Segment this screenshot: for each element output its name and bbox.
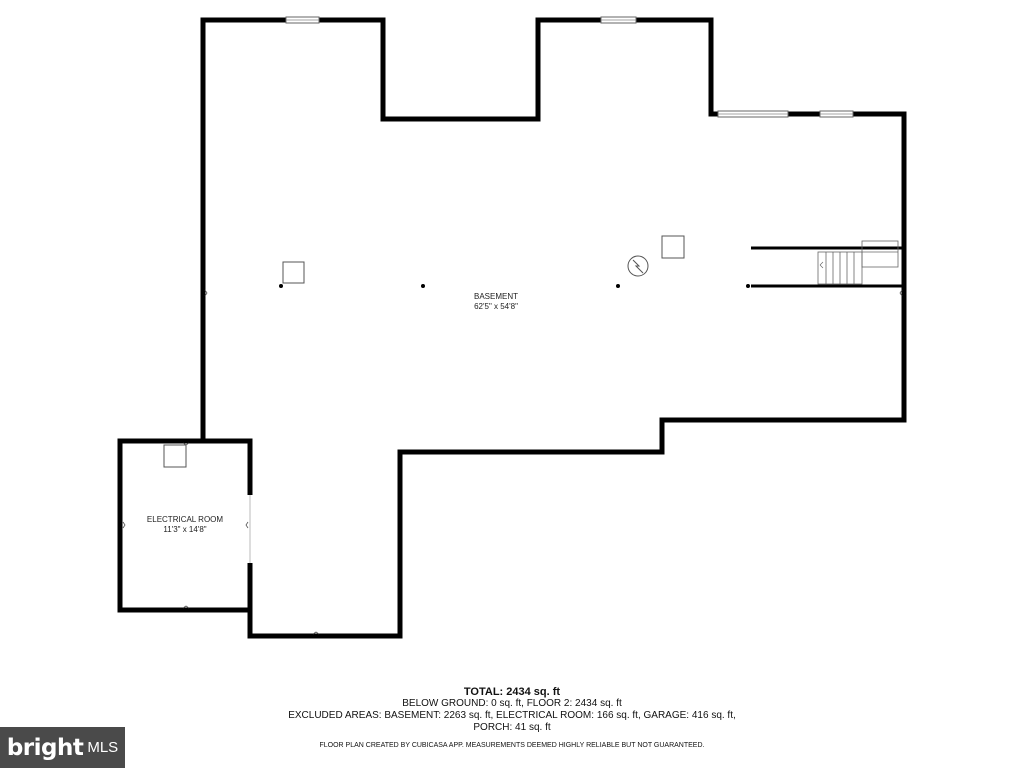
room-dimensions: 11'3" x 14'8" [163, 525, 207, 534]
room-name: ELECTRICAL ROOM [146, 515, 224, 524]
wall-marker [312, 631, 320, 635]
wall-marker [182, 442, 190, 446]
logo-word: bright [6, 734, 84, 761]
sliding-door [717, 110, 789, 118]
excluded-areas-cont: PORCH: 41 sq. ft [473, 722, 551, 733]
fixture-box [163, 444, 187, 468]
support-post [279, 284, 283, 288]
wall-marker [245, 521, 249, 529]
room-label-electrical: ELECTRICAL ROOM 11'3" x 14'8" [135, 515, 235, 535]
area-total: TOTAL: 2434 sq. ft [463, 686, 561, 698]
wall-marker [182, 605, 190, 609]
electrical-room-wall [117, 438, 253, 613]
support-post [616, 284, 620, 288]
support-post [746, 284, 750, 288]
room-name: BASEMENT [473, 292, 518, 301]
water-heater-icon [627, 255, 649, 277]
wall-marker [899, 289, 903, 297]
room-label-basement: BASEMENT 62'5" x 54'8" [446, 292, 546, 312]
logo-suffix: MLS [87, 739, 119, 756]
window [600, 16, 637, 24]
fixture-box [661, 235, 685, 259]
bright-mls-logo: bright MLS [0, 727, 125, 768]
excluded-areas: EXCLUDED AREAS: BASEMENT: 2263 sq. ft, E… [288, 710, 736, 721]
window [285, 16, 320, 24]
support-post [421, 284, 425, 288]
basement-wall [200, 17, 907, 639]
window [819, 110, 854, 118]
fixture-box [282, 261, 305, 284]
room-dimensions: 62'5" x 54'8" [474, 302, 518, 311]
disclaimer: FLOOR PLAN CREATED BY CUBICASA APP. MEAS… [319, 742, 705, 749]
staircase [751, 240, 904, 288]
area-breakdown: BELOW GROUND: 0 sq. ft, FLOOR 2: 2434 sq… [402, 698, 622, 709]
wall-marker [122, 521, 126, 529]
wall-marker [204, 289, 208, 297]
